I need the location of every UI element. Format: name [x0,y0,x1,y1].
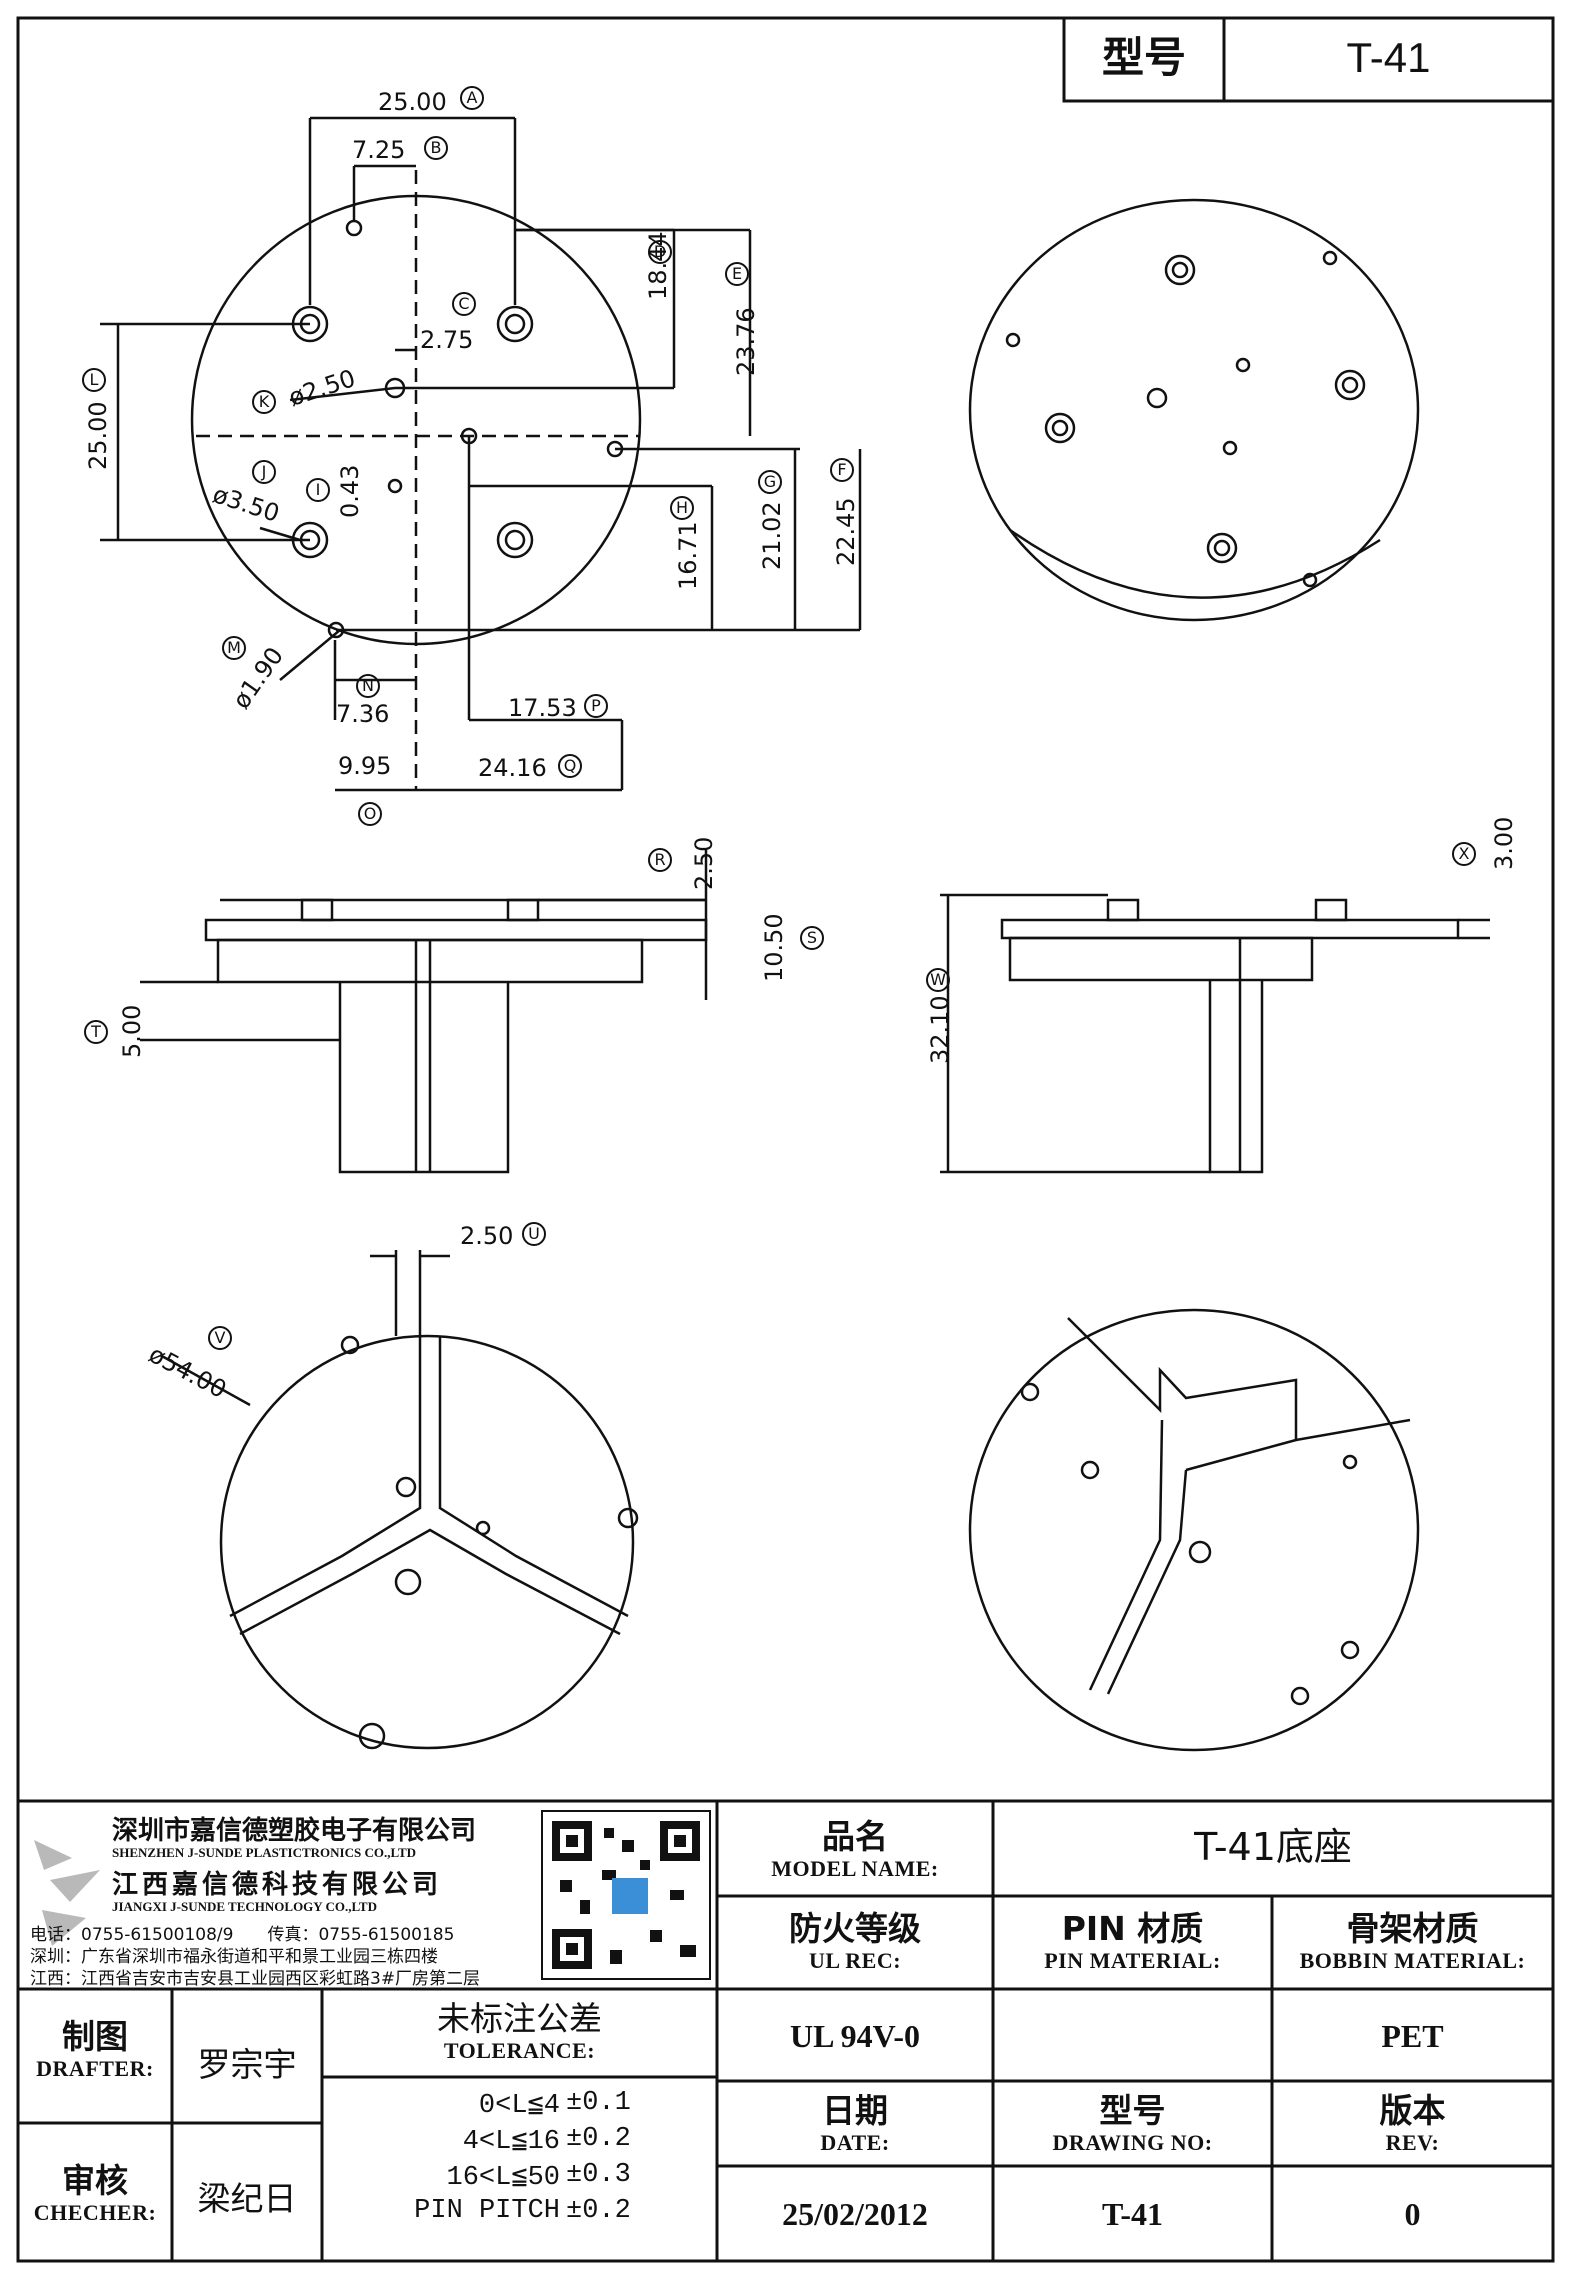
dim-c: 2.75 [420,326,474,354]
isometric-top-view [968,198,1420,622]
model-value: T-41 [1346,34,1431,81]
marker-k: K [252,390,276,414]
drawing-no-value: T-41 [1101,2196,1164,2232]
marker-q: Q [558,754,582,778]
front-view [140,850,708,1174]
marker-o: O [358,802,382,826]
marker-b: B [424,136,448,160]
marker-i: I [306,478,330,502]
dim-h: 16.71 [674,521,702,590]
marker-u: U [522,1222,546,1246]
bottom-iso-view [968,1308,1420,1752]
marker-a: A [460,86,484,110]
marker-p: P [584,694,608,718]
company-logo [34,1840,100,1946]
company-name-1: 深圳市嘉信德塑胶电子有限公司 [112,1816,477,1846]
dim-o: 9.95 [338,752,392,780]
tolerance-range: PIN PITCH [414,2196,560,2226]
dim-s: 10.50 [760,913,788,982]
dim-r: 2.50 [690,836,718,890]
marker-r: R [648,848,672,872]
model-box [1062,16,1555,103]
marker-e: E [725,262,749,286]
marker-s: S [800,926,824,950]
marker-x: X [1452,842,1476,866]
tolerance-value: ±0.2 [566,2196,631,2226]
dim-q: 24.16 [478,754,547,782]
company-phone: 电话：0755-61500108/9 传真：0755-61500185 [30,1925,455,1945]
marker-d: D [648,240,672,264]
sheet-frame [16,16,1555,2263]
ul-header: 防火等级 UL REC: [789,1909,921,1973]
dim-p: 17.53 [508,694,577,722]
bobbin-material-value: PET [1381,2018,1444,2054]
qr-code [541,1810,711,1980]
dim-x: 3.00 [1490,816,1518,870]
dim-w: 32.10 [926,995,954,1064]
marker-m: M [222,636,246,660]
company-address-jx: 江西：江西省吉安市吉安县工业园西区彩虹路3#厂房第二层 [30,1969,481,1989]
top-view [100,116,862,792]
model-name-value: T-41底座 [1194,1825,1352,1869]
marker-n: N [356,674,380,698]
tolerance-header: 未标注公差 TOLERANCE: [437,1999,602,2063]
dim-a: 25.00 [378,88,447,116]
rev-value: 0 [1404,2196,1421,2232]
model-name-header: 品名 MODEL NAME: [771,1817,939,1881]
marker-w: W [926,968,950,992]
pin-material-header: PIN 材质 PIN MATERIAL: [1044,1909,1221,1973]
tolerance-value: ±0.1 [566,2088,631,2118]
dim-i: 0.43 [336,464,364,518]
drawing-no-header: 型号 DRAWING NO: [1052,2091,1213,2155]
marker-l: L [82,368,106,392]
model-label: 型号 [1101,33,1186,82]
marker-c: C [452,292,476,316]
checker-value: 梁纪日 [197,2179,297,2218]
dim-f: 22.45 [832,497,860,566]
marker-t: T [84,1020,108,1044]
marker-h: H [670,496,694,520]
title-block-grid [18,1799,1553,2261]
date-value: 25/02/2012 [782,2196,928,2232]
rev-header: 版本 REV: [1379,2091,1446,2155]
company-en-2: JIANGXI J-SUNDE TECHNOLOGY CO.,LTD [112,1899,377,1914]
marker-f: F [830,458,854,482]
date-header: 日期 DATE: [820,2091,890,2155]
dim-e: 23.76 [732,307,760,376]
tolerance-range: 16<L≦50 [446,2163,560,2193]
ul-value: UL 94V-0 [789,2018,921,2054]
marker-g: G [758,470,782,494]
tolerance-value: ±0.2 [566,2124,631,2154]
dim-g: 21.02 [758,501,786,570]
company-address-sz: 深圳：广东省深圳市福永街道和平和景工业园三栋四楼 [30,1947,438,1967]
side-view [940,893,1490,1174]
bottom-view [159,1250,639,1750]
checker-header: 审核 CHECHER: [33,2161,157,2225]
marker-j: J [252,460,276,484]
dim-u: 2.50 [460,1222,514,1250]
dim-t: 5.00 [118,1004,146,1058]
company-en-1: SHENZHEN J-SUNDE PLASTICTRONICS CO.,LTD [112,1845,417,1860]
dim-b: 7.25 [352,136,406,164]
drafter-value: 罗宗宇 [197,2045,297,2084]
dim-n: 7.36 [336,700,390,728]
drafter-header: 制图 DRAFTER: [36,2017,154,2081]
marker-v: V [208,1326,232,1350]
tolerance-range: 4<L≦16 [462,2127,560,2157]
dim-l: 25.00 [84,401,112,470]
tolerance-range: 0<L≦4 [478,2091,560,2121]
company-name-2: 江西嘉信德科技有限公司 [112,1870,443,1900]
bobbin-material-header: 骨架材质 BOBBIN MATERIAL: [1299,1909,1526,1973]
tolerance-value: ±0.3 [566,2160,631,2190]
